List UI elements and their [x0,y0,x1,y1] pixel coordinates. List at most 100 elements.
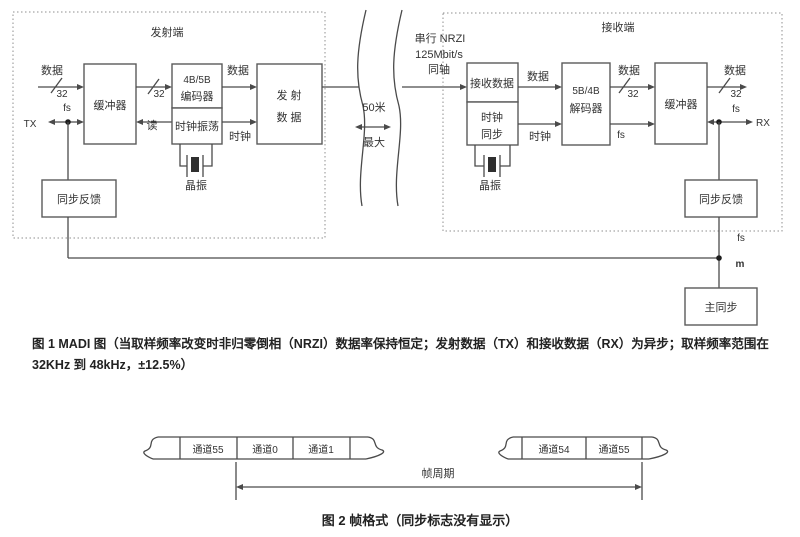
m-label: m [736,259,745,270]
frame-strip-right-outline [508,436,652,460]
tx-encoder-block [171,63,223,109]
cable-section: 50米 最大 串行 NRZI 125Mbit/s 同轴 [322,9,467,207]
frame-strip-left-torn-edge-left [143,436,159,460]
tx-sync-feedback-block [41,179,117,218]
tx-read-label: 读 [147,118,158,132]
rx-fs-b-label: fs [617,130,625,141]
rx-data-a-label: 数据 [527,69,549,83]
tx-bus-slash-mid [147,78,160,95]
frame-strip-right: 通道54 通道55 [498,436,669,460]
rx-decoder-buffer-arrowhead [648,84,655,90]
tx-bidir-arrowhead-right [77,119,84,125]
cable-coax-label: 同轴 [428,62,450,76]
fs-d-label: fs [737,233,745,244]
channel-cell-1: 通道1 [308,443,334,456]
frame-period-arrowhead-right [635,484,642,490]
tx-encoder-txdata-arrowhead [250,84,257,90]
rx-decoder-block [561,62,611,146]
figure1-madi-diagram: 发射端 数据 32 fs TX 缓冲器 32 读 [12,9,783,372]
tx-data-in-label: 数据 [41,63,63,77]
receiver-dashed-border [442,12,783,232]
tx-clock-osc-block [171,107,223,145]
tx-crystal-label: 晶振 [185,178,207,192]
tx-clock-arrowhead [250,119,257,125]
rx-bus-slash-c [718,77,731,94]
frame-strip-right-torn-edge-right [648,436,669,460]
transmitter-section: 发射端 数据 32 fs TX 缓冲器 32 读 [12,11,326,258]
rx-decoder-line1: 5B/4B [572,86,600,97]
rx-buffer-block [654,62,708,145]
frame-strip-right-torn-edge-left [498,436,514,460]
figure2-frame-format: 通道55 通道0 通道1 通道54 通道55 帧周期 图 2 帧格式（同步标志没… [143,436,669,528]
rx-bus-c-label: 32 [730,89,742,100]
rx-bus-b-label: 32 [627,89,639,100]
master-sync-block [684,287,758,326]
receiver-title: 接收端 [602,20,635,34]
frame-period-measure: 帧周期 [235,462,643,500]
rx-bus-slash-b [618,77,631,94]
rx-fs-c-label: fs [732,104,740,115]
tx-encoder-line2: 编码器 [181,89,214,103]
cable-distance-arrowhead-left [355,124,362,130]
transmitter-dashed-border [12,11,326,239]
channel-cell-55: 通道55 [192,443,224,456]
frame-strip-left-outline [153,436,368,460]
cable-break-right-wave [393,9,403,207]
figure2-caption: 图 2 帧格式（同步标志没有显示） [322,513,518,528]
rx-data-b-label: 数据 [618,63,640,77]
tx-data-in-arrowhead [77,84,84,90]
master-sync-path: fs m 主同步 [68,217,758,326]
rx-decoder-line2: 解码器 [570,101,603,115]
rx-sync-feedback-label: 同步反馈 [699,193,743,206]
rx-clock-decoder-arrowhead [555,121,562,127]
tx-crystal-icon [179,144,213,177]
tx-sync-feedback-label: 同步反馈 [57,193,101,206]
cable-break-left-wave [357,9,367,207]
rx-clock-sync-block [466,101,519,146]
feedback-junction-dot [716,255,722,261]
tx-port-label: TX [24,119,37,130]
tx-bus-mid-label: 32 [153,89,165,100]
receiver-section: 接收端 接收数据 时钟 同步 数据 时钟 5B/4B 解码器 数据 32 [442,12,783,232]
cable-rate-label: 125Mbit/s [415,49,463,61]
rx-data-block-label: 接收数据 [470,76,514,90]
tx-bidir-arrowhead-left [48,119,55,125]
rx-fs-arrowhead [648,121,655,127]
tx-buffer-label: 缓冲器 [94,98,127,112]
frame-strip-left: 通道55 通道0 通道1 [143,436,385,460]
tx-encoder-line1: 4B/5B [183,75,211,86]
tx-clock-osc-label: 时钟振荡 [175,119,219,133]
rx-crystal-label: 晶振 [479,178,501,192]
rx-buffer-label: 缓冲器 [665,97,698,111]
cable-distance-label: 50米 [362,101,385,114]
rx-data-out-arrowhead [740,84,747,90]
tx-bus-in-label: 32 [56,89,68,100]
tx-read-arrowhead [136,119,143,125]
rx-bidir-arrowhead-right [746,119,753,125]
channel-cell-54: 通道54 [538,443,570,456]
rx-clock-sync-line1: 时钟 [481,110,503,124]
rx-clock-sync-line2: 同步 [481,128,503,141]
tx-buffer-block [83,63,137,145]
tx-clock-label: 时钟 [229,129,251,143]
tx-data-block [256,63,323,145]
tx-data-mid-label: 数据 [227,63,249,77]
transmitter-title: 发射端 [151,25,184,39]
figure1-caption-line1: 图 1 MADI 图（当取样频率改变时非归零倒相（NRZI）数据率保持恒定；发射… [32,336,769,351]
channel-cell-55b: 通道55 [598,443,630,456]
rx-data-c-label: 数据 [724,63,746,77]
rx-clock-a-label: 时钟 [529,129,551,143]
master-sync-label: 主同步 [705,301,738,314]
frame-period-label: 帧周期 [422,466,455,480]
tx-data-block-line2: 数 据 [276,110,301,124]
rx-crystal-icon [474,145,511,177]
coax-arrowhead [460,84,467,90]
frame-period-arrowhead-left [236,484,243,490]
cable-distance-arrowhead-right [384,124,391,130]
tx-buffer-encoder-arrowhead [165,84,172,90]
tx-bus-slash-in [50,77,63,94]
tx-data-block-line1: 发 射 [276,88,301,102]
figure1-caption-line2: 32KHz 到 48kHz，±12.5%） [32,357,193,372]
